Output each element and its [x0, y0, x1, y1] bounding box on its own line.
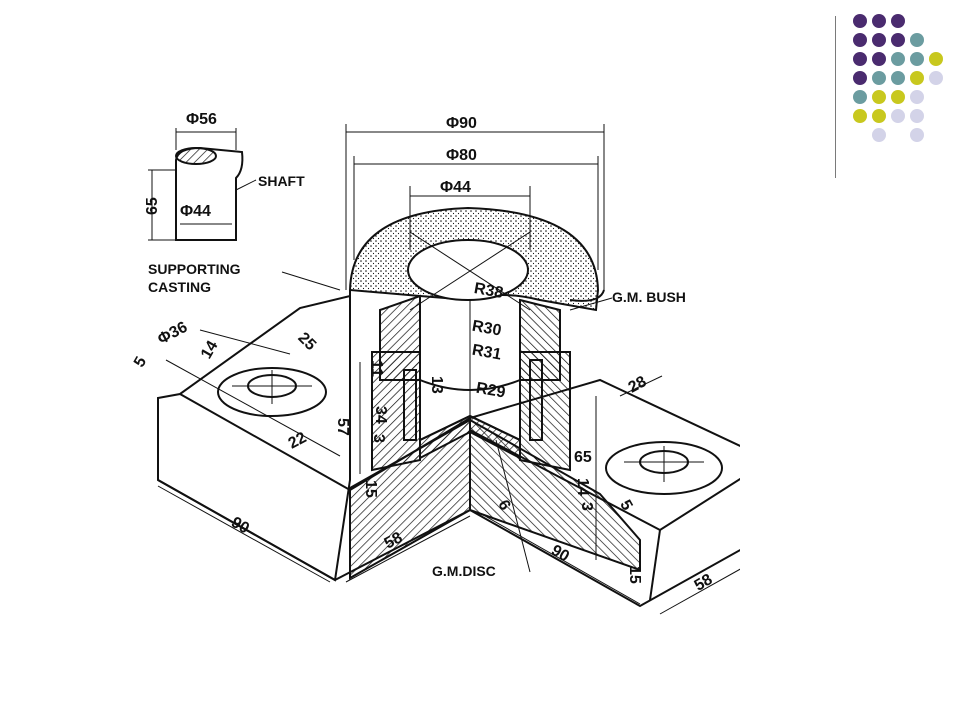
dim-d5: 5: [131, 354, 150, 370]
decorative-dot-grid: [853, 14, 943, 142]
dim-d15-right: 15: [626, 566, 643, 584]
decor-dot: [910, 33, 924, 47]
decor-dot: [910, 90, 924, 104]
label-supporting: SUPPORTING: [148, 261, 241, 277]
decor-dot: [910, 109, 924, 123]
dim-d90-right: 90: [548, 542, 572, 566]
decor-dot: [853, 14, 867, 28]
decor-dot: [910, 52, 924, 66]
dim-d3-right: 3: [578, 502, 595, 511]
dim-d13: 13: [428, 376, 445, 394]
dim-r29: R29: [475, 380, 507, 402]
decor-dot: [891, 90, 905, 104]
shaft-part: [148, 128, 257, 241]
decor-dot: [891, 71, 905, 85]
dim-d28: 28: [626, 373, 650, 396]
dim-r30: R30: [471, 318, 503, 340]
decor-dot: [910, 71, 924, 85]
dim-d15-left: 15: [362, 480, 379, 498]
decor-dot: [872, 90, 886, 104]
decor-dot: [853, 71, 867, 85]
dim-r31: R31: [471, 342, 503, 364]
dim-d36: Φ36: [155, 319, 190, 349]
dim-d44-shaft: Φ44: [180, 203, 211, 220]
decor-dot: [853, 109, 867, 123]
decor-dot: [910, 128, 924, 142]
decor-dot: [929, 71, 943, 85]
leader-casting: [281, 271, 341, 291]
decor-dot: [872, 128, 886, 142]
decor-dot: [891, 52, 905, 66]
dim-d44: Φ44: [440, 179, 471, 196]
dim-d58-center: 58: [382, 529, 406, 552]
dim-d34: 34: [372, 406, 389, 424]
dim-d14-right: 14: [574, 478, 591, 496]
label-shaft: SHAFT: [258, 173, 305, 189]
decor-dot: [872, 52, 886, 66]
decor-dot: [872, 14, 886, 28]
top-dimensions: [345, 124, 605, 290]
dim-d90-left: 90: [228, 514, 252, 538]
decor-dot: [872, 71, 886, 85]
dim-d65: 65: [574, 449, 592, 466]
dim-d57: 57: [334, 418, 351, 436]
dim-r38: R38: [473, 280, 505, 302]
dim-d3: 3: [370, 434, 387, 443]
dimension-lines: [157, 329, 740, 615]
decor-dot: [872, 33, 886, 47]
label-casting: CASTING: [148, 279, 211, 295]
decor-dot: [853, 33, 867, 47]
left-washer: [217, 367, 327, 417]
dim-d11: 11: [368, 360, 385, 377]
decor-dot: [872, 109, 886, 123]
isometric-drawing: Φ56 65 Φ44 SHAFT SUPPORTING CASTING Φ90 …: [131, 111, 740, 615]
dim-d80: Φ80: [446, 147, 477, 164]
dim-d90: Φ90: [446, 115, 477, 132]
dim-d22: 22: [286, 429, 310, 452]
label-gm-bush: G.M. BUSH: [612, 289, 686, 305]
hub-section: [348, 206, 605, 472]
dim-h65: 65: [144, 197, 161, 215]
label-gm-disc: G.M.DISC: [432, 563, 496, 579]
divider-line: [835, 16, 836, 178]
decor-dot: [853, 52, 867, 66]
decor-dot: [891, 109, 905, 123]
leader-disc: [495, 439, 531, 573]
leader-bush: [569, 297, 613, 311]
decor-dot: [853, 90, 867, 104]
right-washer: [605, 441, 723, 495]
decor-dot: [891, 33, 905, 47]
dim-d25: 25: [294, 329, 319, 354]
dim-d58-right: 58: [692, 571, 716, 595]
dim-d14: 14: [198, 338, 222, 362]
decor-dot: [891, 14, 905, 28]
decor-dot: [929, 52, 943, 66]
dim-d56: Φ56: [186, 111, 217, 128]
